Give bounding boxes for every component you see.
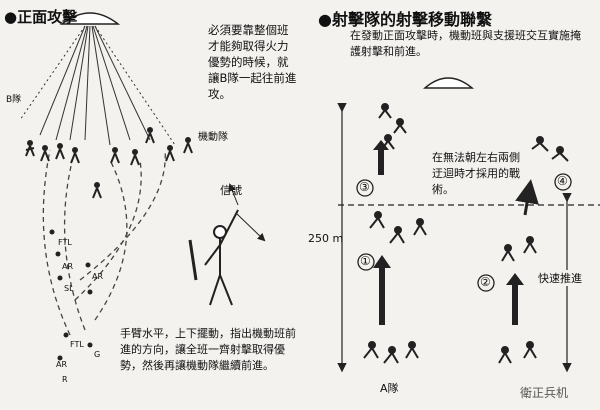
right-note: 在無法朝左右兩側迂迴時才採用的戰術。 (432, 151, 520, 196)
label-signal: 信號 (220, 184, 242, 197)
step-circles (356, 173, 572, 292)
advance-arrows (373, 140, 539, 325)
label-rapid-advance: 快速推進 (538, 270, 582, 286)
unit-label-3: SL (64, 284, 74, 293)
maneuver-routes (42, 149, 166, 336)
unit-label-2: AR (62, 262, 74, 271)
step-number-2: ② (480, 275, 491, 289)
step-number-1: ① (360, 254, 371, 268)
right-title: ●射擊隊的射擊移動聯繫 (318, 10, 492, 29)
fire-team-figures (363, 103, 569, 364)
distance-bar (337, 102, 600, 373)
left-column-note: 必須要靠整個班才能夠取得火力優勢的時候，就讓B隊一起往前進攻。 (208, 23, 297, 101)
unit-label-5: FTL (70, 340, 84, 349)
unit-label-7: G (94, 350, 101, 359)
left-title: ●正面攻擊 (4, 8, 78, 26)
label-team-a: A隊 (380, 382, 399, 395)
objective-bunker-right (422, 77, 475, 89)
maneuver-team-figures (25, 127, 193, 199)
unit-label-1: FTL (58, 238, 72, 247)
unit-label-4: AR (92, 272, 104, 281)
step-number-4: ④ (557, 174, 568, 188)
signal-soldier (188, 183, 266, 306)
unit-label-8: R (62, 375, 68, 384)
label-bravo-team: B隊 (6, 95, 22, 105)
watermark: 衛正兵机 (520, 386, 569, 400)
left-caption: 手臂水平，上下擺動，指出機動班前進的方向，讓全班一齊射擊取得優勢，然後再讓機動隊… (120, 327, 296, 372)
step-number-3: ③ (359, 180, 370, 194)
fire-lines (39, 25, 151, 146)
right-intro: 在發動正面攻擊時，機動班與支援班交互實施掩護射擊和前進。 (350, 29, 581, 58)
label-maneuver-team: 機動隊 (198, 132, 228, 143)
unit-label-6: AR (56, 360, 68, 369)
support-team-figures (49, 229, 93, 361)
objective-bunker (59, 12, 121, 25)
distance-label: 250 m (308, 232, 344, 245)
